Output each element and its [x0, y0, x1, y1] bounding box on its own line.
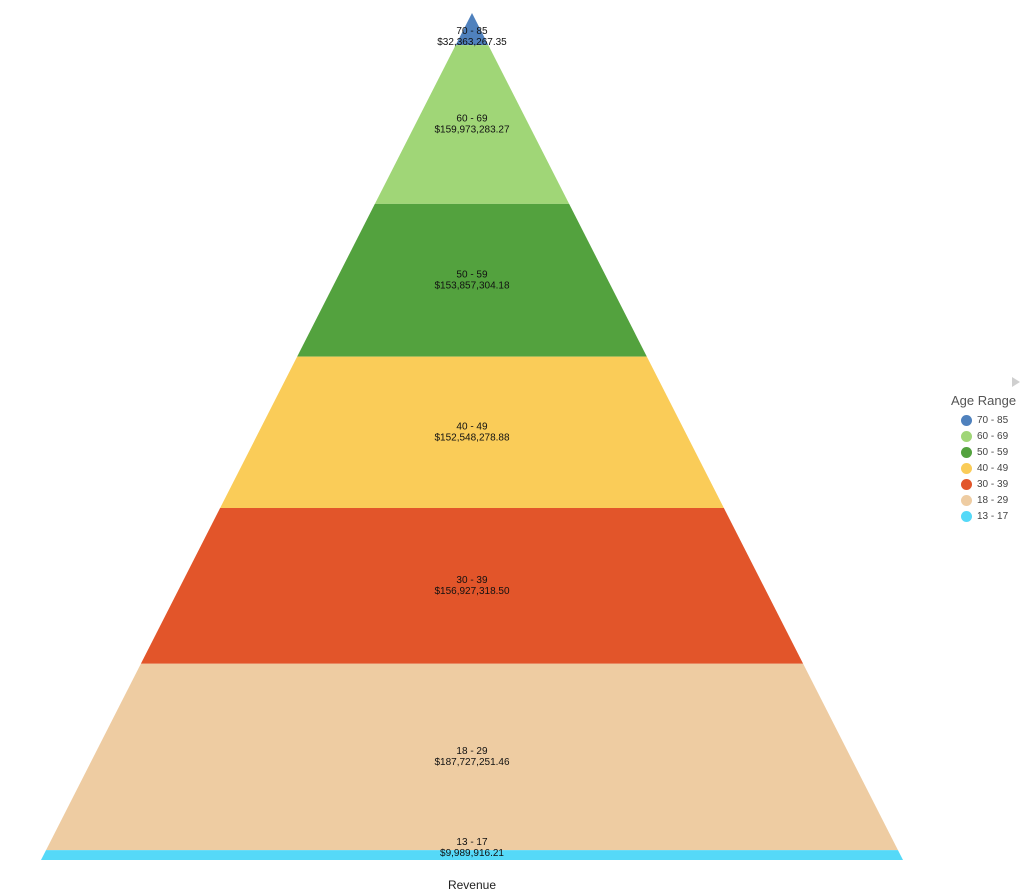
- legend-item[interactable]: 50 - 59: [951, 444, 1029, 460]
- legend-swatch-icon: [961, 478, 972, 490]
- legend-swatch-icon: [961, 414, 972, 426]
- legend-swatch-icon: [961, 510, 972, 522]
- segment-category-label: 13 - 17: [456, 837, 488, 848]
- pyramid-segment-3[interactable]: [220, 356, 724, 509]
- legend-swatch-icon: [961, 430, 972, 442]
- segment-category-label: 30 - 39: [456, 575, 488, 586]
- legend-item[interactable]: 40 - 49: [951, 460, 1029, 476]
- segment-value-label: $159,973,283.27: [434, 125, 510, 136]
- segment-value-label: $152,548,278.88: [434, 432, 510, 443]
- segment-category-label: 18 - 29: [456, 746, 488, 757]
- legend-title: Age Range: [951, 393, 1017, 408]
- segment-value-label: $153,857,304.18: [434, 280, 510, 291]
- legend-item[interactable]: 13 - 17: [951, 508, 1029, 524]
- pyramid-segment-1[interactable]: [374, 45, 570, 204]
- segment-category-label: 40 - 49: [456, 421, 488, 432]
- legend-item-label: 18 - 29: [977, 494, 1009, 506]
- legend-swatch-icon: [961, 494, 972, 506]
- x-axis-title: Revenue: [448, 878, 496, 892]
- segment-value-label: $9,989,916.21: [440, 848, 504, 859]
- pyramid-segment-4[interactable]: [140, 508, 804, 664]
- segment-category-label: 70 - 85: [456, 26, 488, 37]
- segment-category-label: 60 - 69: [456, 114, 488, 125]
- legend-toggle-arrow-icon[interactable]: [1012, 377, 1020, 387]
- legend-item[interactable]: 30 - 39: [951, 476, 1029, 492]
- legend-item-label: 50 - 59: [977, 446, 1009, 458]
- legend-items: 70 - 85 60 - 69 50 - 59 40 - 49 30 - 39 18 - …: [951, 412, 1029, 524]
- legend: Age Range 70 - 85 60 - 69 50 - 59 40 - 49 30…: [951, 393, 1029, 524]
- pyramid-segment-0[interactable]: [455, 13, 489, 46]
- legend-item[interactable]: 60 - 69: [951, 428, 1029, 444]
- pyramid-segment-6[interactable]: [41, 850, 903, 860]
- segment-category-label: 50 - 59: [456, 269, 488, 280]
- legend-item-label: 13 - 17: [977, 510, 1009, 522]
- legend-item[interactable]: 70 - 85: [951, 412, 1029, 428]
- legend-swatch-icon: [961, 446, 972, 458]
- legend-item-label: 70 - 85: [977, 414, 1009, 426]
- pyramid-segment-5[interactable]: [46, 663, 898, 851]
- legend-item-label: 30 - 39: [977, 478, 1009, 490]
- legend-item-label: 60 - 69: [977, 430, 1009, 442]
- segment-value-label: $187,727,251.46: [434, 757, 510, 768]
- segment-value-label: $156,927,318.50: [434, 586, 510, 597]
- legend-item-label: 40 - 49: [977, 462, 1009, 474]
- pyramid-segment-2[interactable]: [297, 203, 647, 357]
- segment-value-label: $32,363,267.35: [437, 37, 507, 48]
- pyramid-segments: [41, 13, 903, 860]
- legend-item[interactable]: 18 - 29: [951, 492, 1029, 508]
- legend-swatch-icon: [961, 462, 972, 474]
- segment-labels: 70 - 85$32,363,267.35 60 - 69$159,973,283…: [434, 26, 510, 859]
